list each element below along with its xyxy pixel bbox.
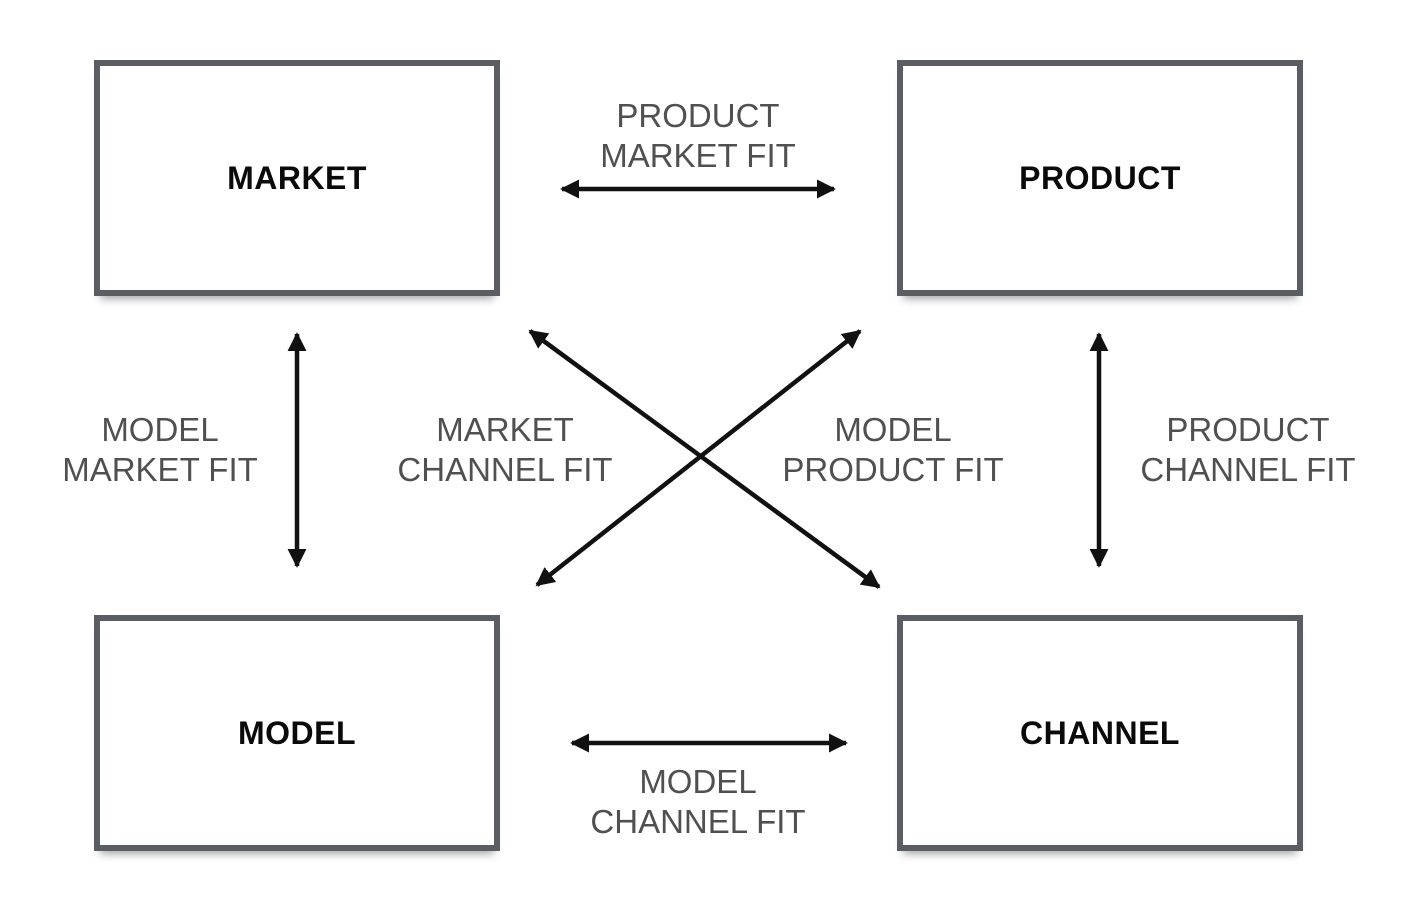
market-label: MARKET [227,159,367,196]
channel-label: CHANNEL [1020,714,1180,751]
market-channel-fit-line1: MARKET [436,411,574,448]
model-channel-fit-line1: MODEL [639,763,757,800]
model-label: MODEL [237,714,357,751]
market-box: MARKET [94,60,500,296]
model-product-fit-label: MODEL PRODUCT FIT [782,410,1003,490]
arrow-model-product [535,329,862,587]
model-channel-fit-label: MODEL CHANNEL FIT [590,762,805,842]
model-market-fit-label: MODEL MARKET FIT [62,410,258,490]
product-market-fit-line1: PRODUCT [616,97,780,134]
model-box: MODEL [94,615,500,851]
model-channel-fit-line2: CHANNEL FIT [590,803,806,840]
product-market-fit-label: PRODUCT MARKET FIT [600,96,796,176]
product-box: PRODUCT [897,60,1303,296]
market-channel-fit-line2: CHANNEL FIT [397,451,613,488]
product-channel-fit-line2: CHANNEL FIT [1140,451,1356,488]
product-label: PRODUCT [1019,159,1181,196]
model-product-fit-line1: MODEL [834,411,952,448]
channel-box: CHANNEL [897,615,1303,851]
model-market-fit-line1: MODEL [101,411,219,448]
product-channel-fit-label: PRODUCT CHANNEL FIT [1140,410,1355,490]
model-product-fit-line2: PRODUCT FIT [782,451,1004,488]
market-channel-fit-label: MARKET CHANNEL FIT [397,410,612,490]
model-market-fit-line2: MARKET FIT [62,451,258,488]
product-market-fit-line2: MARKET FIT [600,137,796,174]
product-channel-fit-line1: PRODUCT [1166,411,1330,448]
